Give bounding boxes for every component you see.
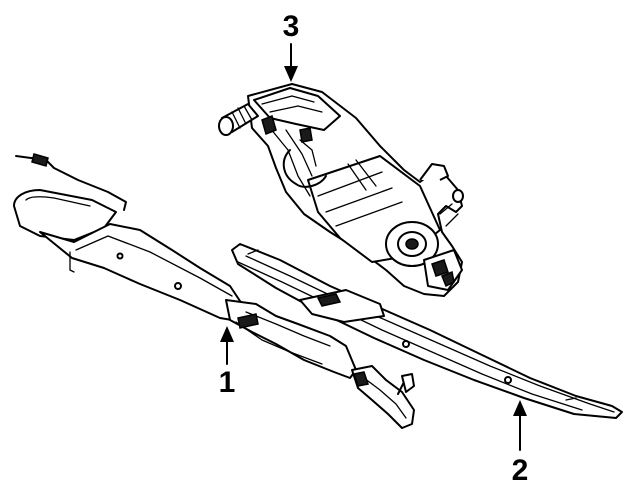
wiper-arm — [13, 153, 415, 429]
wiper-blade — [231, 243, 623, 419]
callout-2: 2 — [512, 400, 529, 487]
callout-label-3: 3 — [283, 10, 300, 43]
leader-arrow-icon — [284, 43, 298, 82]
callout-label-2: 2 — [512, 454, 529, 487]
callout-label-1: 1 — [219, 366, 236, 399]
wiper-motor — [218, 83, 464, 297]
leader-arrow-icon — [220, 326, 234, 365]
callout-1: 1 — [219, 326, 236, 399]
leader-arrow-icon — [513, 400, 527, 451]
callout-3: 3 — [283, 10, 300, 82]
